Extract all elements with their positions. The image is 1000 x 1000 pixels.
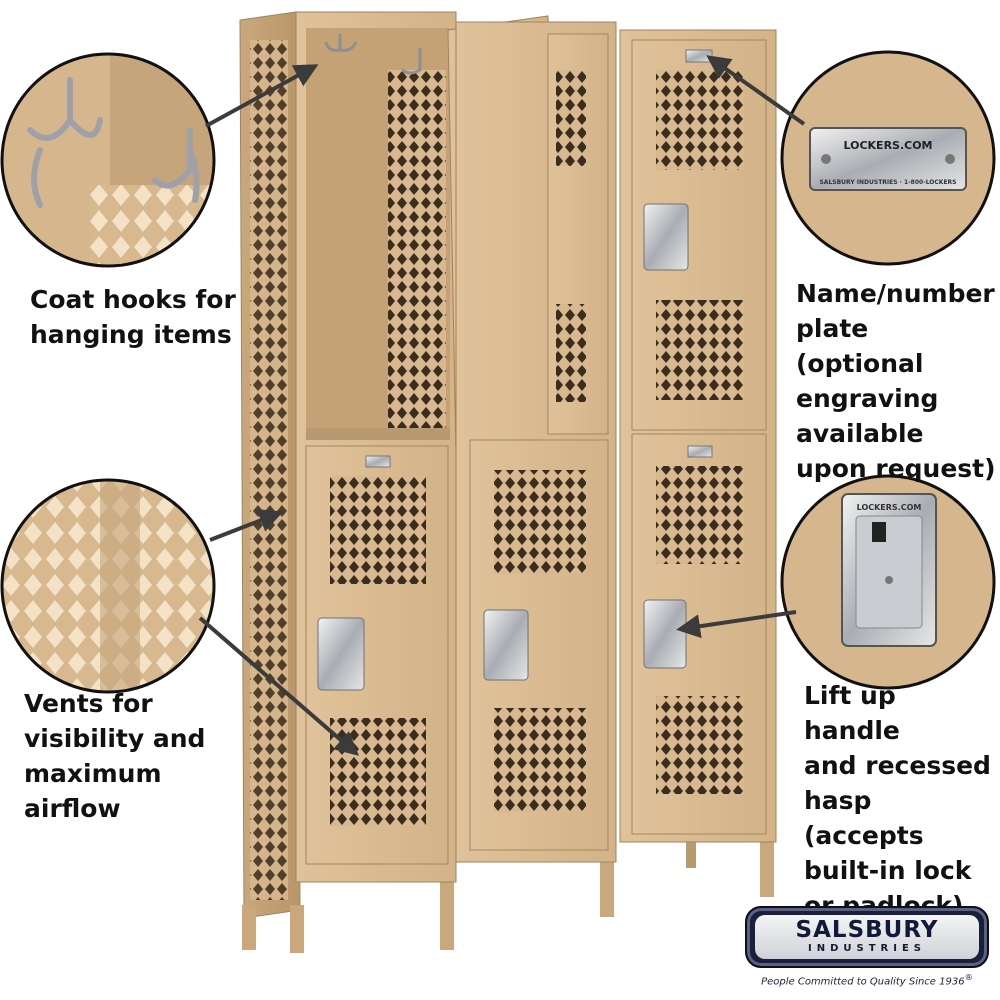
door-vent [494, 470, 586, 574]
vents-detail [0, 478, 216, 694]
coat-hook-icon [152, 127, 200, 203]
door-vent [656, 696, 744, 794]
caption-vents: Vents for visibility and maximum airflow [24, 689, 206, 823]
caption-coat-hooks: Coat hooks for hanging items [30, 285, 236, 349]
coat-hook-icon [27, 77, 103, 208]
brand-name: SALSBURY [795, 917, 939, 943]
compartment-shelf [306, 428, 450, 440]
registered-mark: ® [964, 972, 973, 982]
door-vent [656, 466, 744, 564]
brand-logo-plate: SALSBURY INDUSTRIES [755, 915, 979, 959]
number-plate [365, 455, 391, 468]
recessed-handle [317, 617, 365, 691]
handle-text: LOCKERS.COM [857, 503, 922, 512]
brand-tagline: People Committed to Quality Since 1936® [742, 972, 992, 987]
arrow-coat-hooks [205, 64, 319, 128]
brand-logo: SALSBURY INDUSTRIES [745, 906, 989, 968]
locker-leg [242, 905, 256, 950]
recessed-handle [483, 609, 529, 681]
locker-leg [760, 832, 774, 897]
door-vent [656, 70, 744, 170]
number-plate-icon [809, 127, 967, 191]
name-plate-detail: LOCKERS.COM SALSBURY INDUSTRIES · 1-800-… [780, 50, 996, 266]
locker-leg [290, 905, 304, 953]
handle-detail: LOCKERS.COM [780, 474, 996, 690]
door-vent [330, 718, 426, 826]
plate-line-1: LOCKERS.COM [843, 139, 932, 152]
door-vent [556, 70, 586, 166]
back-vent-panel [388, 70, 446, 435]
caption-handle: Lift up handle and recessed hasp (accept… [804, 681, 991, 920]
coat-hook [401, 48, 422, 75]
plate-line-2: SALSBURY INDUSTRIES · 1-800-LOCKERS [819, 179, 956, 186]
recessed-handle [643, 203, 689, 271]
number-plate [685, 49, 713, 63]
coat-hook [324, 34, 358, 52]
number-plate [687, 445, 713, 458]
callout-arrows [198, 55, 806, 756]
brand-tagline-text: People Committed to Quality Since 1936 [761, 976, 965, 988]
door-vent [556, 304, 586, 402]
arrow-vents-side [209, 509, 284, 542]
recessed-handle [643, 599, 687, 669]
locker-leg [600, 852, 614, 917]
caption-name-plate: Name/number plate (optional engraving av… [796, 279, 996, 483]
locker-bank [239, 11, 777, 953]
door-vent [330, 476, 426, 584]
locker-leg [686, 838, 696, 868]
brand-subname: INDUSTRIES [808, 943, 926, 954]
door-vent [656, 300, 744, 400]
coat-hooks-detail [0, 52, 216, 268]
arrow-vents-door [198, 616, 360, 756]
side-vent-strip [250, 40, 288, 900]
arrow-handle [676, 610, 797, 639]
door-vent [494, 708, 586, 812]
arrow-name-plate [706, 55, 806, 126]
